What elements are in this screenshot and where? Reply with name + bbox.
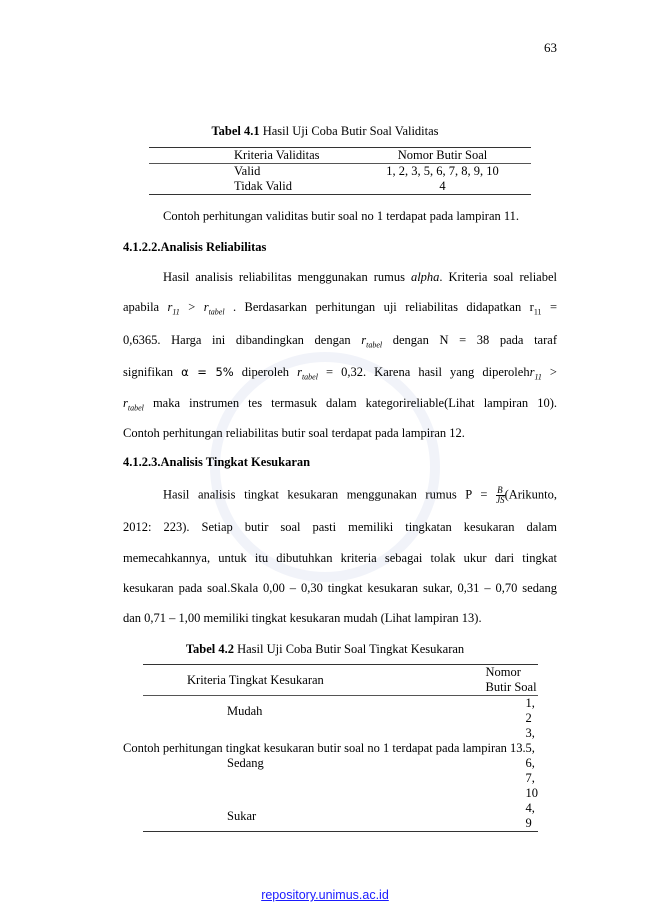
- table-cell: 1, 2, 3, 5, 6, 7, 8, 9, 10: [386, 164, 499, 178]
- table-cell: 3, 5, 6, 7, 10: [525, 726, 539, 800]
- text: Hasil analisis tingkat kesukaran menggun…: [163, 487, 497, 502]
- table-cell: Valid: [234, 164, 261, 178]
- table-row: Tidak Valid 4: [149, 179, 531, 195]
- table-4-2-caption: Tabel 4.2 Hasil Uji Coba Butir Soal Ting…: [0, 642, 650, 657]
- table-cell: Sukar: [227, 808, 257, 823]
- table-header-row: Kriteria Tingkat Kesukaran Nomor Butir S…: [143, 664, 538, 696]
- fraction-numerator: B: [496, 485, 505, 496]
- reliability-line-1: Hasil analisis reliabilitas menggunakan …: [163, 270, 557, 285]
- difficulty-line-3: memecahkannya, untuk itu dibutuhkan krit…: [123, 551, 557, 565]
- text: >: [179, 300, 204, 314]
- caption-text: Hasil Uji Coba Butir Soal Tingkat Kesuka…: [233, 642, 465, 656]
- table-cell: 1, 2: [525, 696, 535, 725]
- text: =: [541, 300, 557, 314]
- text: . Berdasarkan perhitungan uji reliabilit…: [224, 300, 534, 314]
- math-subscript: 11: [172, 307, 180, 317]
- validity-table: Kriteria Validitas Nomor Butir Soal Vali…: [149, 147, 531, 195]
- table-4-1-caption: Tabel 4.1 Hasil Uji Coba Butir Soal Vali…: [0, 124, 650, 139]
- reliability-line-2: apabila r11 > rtabel . Berdasarkan perhi…: [123, 300, 557, 320]
- subscript: 11: [533, 307, 542, 317]
- table-row: Sedang 3, 5, 6, 7, 10: [143, 726, 538, 801]
- math-expression: α = 5%: [181, 365, 234, 379]
- reliability-line-3: 0,6365. Harga ini dibandingkan dengan rt…: [123, 333, 557, 353]
- table-row: Valid 1, 2, 3, 5, 6, 7, 8, 9, 10: [149, 164, 531, 180]
- text: Hasil analisis reliabilitas menggunakan …: [163, 270, 411, 284]
- caption-text: Hasil Uji Coba Butir Soal Validitas: [259, 124, 439, 138]
- text: maka instrumen tes termasuk dalam katego…: [143, 396, 557, 410]
- text: alpha: [410, 270, 440, 284]
- text: = 0,32. Karena hasil yang diperoleh: [317, 365, 530, 379]
- caption-label: Tabel 4.2: [185, 642, 234, 656]
- page-number: 63: [544, 40, 557, 55]
- math-symbol: r: [361, 333, 367, 347]
- column-header: Nomor Butir Soal: [405, 664, 538, 696]
- caption-label: Tabel 4.1: [211, 124, 260, 138]
- math-symbol: r: [529, 365, 535, 379]
- math-subscript: tabel: [301, 372, 318, 382]
- difficulty-line-5: dan 0,71 – 1,00 memiliki tingkat kesukar…: [123, 611, 482, 625]
- difficulty-line-1: Hasil analisis tingkat kesukaran menggun…: [163, 486, 557, 505]
- university-seal-watermark: [210, 352, 440, 582]
- table-row: Sukar 4, 9: [143, 801, 538, 832]
- text: dengan N = 38 pada taraf: [382, 333, 557, 347]
- math-symbol: r: [297, 365, 302, 379]
- math-symbol: r: [203, 300, 209, 314]
- table-cell: Mudah: [227, 703, 263, 718]
- column-header: Kriteria Validitas: [149, 147, 354, 164]
- math-subscript: 11: [534, 372, 542, 382]
- column-header: Nomor Butir Soal: [354, 147, 531, 164]
- text: signifikan: [123, 365, 182, 379]
- reliability-line-4: signifikan α = 5% diperoleh rtabel = 0,3…: [123, 365, 557, 385]
- difficulty-example-paragraph: Contoh perhitungan tingkat kesukaran but…: [123, 741, 526, 755]
- repository-link[interactable]: repository.unimus.ac.id: [261, 888, 389, 902]
- table-header-row: Kriteria Validitas Nomor Butir Soal: [149, 147, 531, 164]
- text: apabila: [123, 300, 168, 314]
- table-cell: 4: [439, 179, 446, 193]
- text: . Kriteria soal reliabel: [439, 270, 557, 284]
- table-row: Mudah 1, 2: [143, 696, 538, 727]
- text: 0,6365. Harga ini dibandingkan dengan: [123, 333, 362, 347]
- column-header: Kriteria Tingkat Kesukaran: [143, 664, 406, 696]
- math-subscript: tabel: [127, 403, 144, 413]
- fraction-denominator: JS: [496, 495, 505, 505]
- table-cell: 4, 9: [525, 801, 535, 830]
- table-cell: Sedang: [227, 756, 264, 770]
- math-symbol: r: [167, 300, 173, 314]
- text: diperoleh: [233, 365, 298, 379]
- math-symbol: r: [123, 396, 128, 410]
- table-cell: Tidak Valid: [234, 179, 293, 193]
- math-subscript: tabel: [208, 307, 225, 317]
- section-heading-reliabilitas: 4.1.2.2.Analisis Reliabilitas: [123, 240, 267, 254]
- section-heading-kesukaran: 4.1.2.3.Analisis Tingkat Kesukaran: [123, 455, 311, 469]
- text: >: [541, 365, 557, 379]
- difficulty-table: Kriteria Tingkat Kesukaran Nomor Butir S…: [143, 664, 538, 832]
- math-subscript: tabel: [366, 340, 383, 350]
- reliability-example-paragraph: Contoh perhitungan reliabilitas butir so…: [123, 426, 465, 440]
- reliability-line-5: rtabel maka instrumen tes termasuk dalam…: [123, 396, 557, 416]
- text: (Arikunto,: [504, 487, 557, 502]
- difficulty-line-4: kesukaran pada soal.Skala 0,00 – 0,30 ti…: [123, 581, 557, 595]
- difficulty-line-2: 2012: 223). Setiap butir soal pasti memi…: [123, 520, 557, 534]
- validity-example-paragraph: Contoh perhitungan validitas butir soal …: [163, 209, 520, 223]
